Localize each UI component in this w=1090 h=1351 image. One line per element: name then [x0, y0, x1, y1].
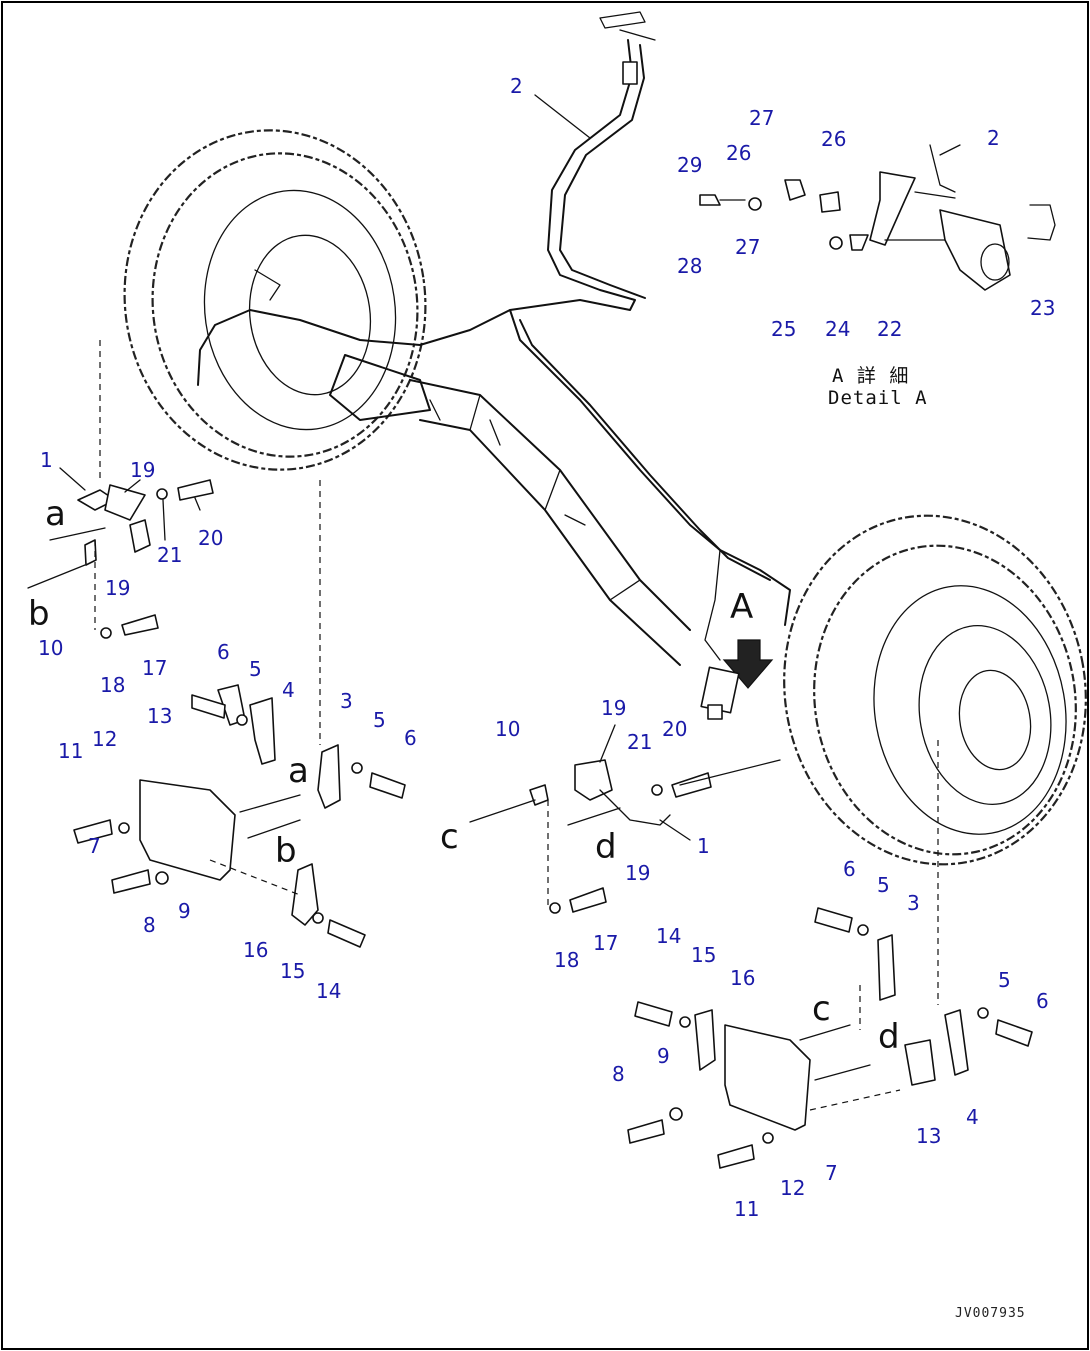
callout-10-left: 10 [38, 636, 63, 660]
callout-4-right: 4 [966, 1105, 979, 1129]
callout-9-left: 9 [178, 899, 191, 923]
center-bracket-assembly [469, 759, 781, 914]
right-tire [783, 514, 1087, 866]
callout-19-left-top: 19 [130, 458, 155, 482]
callout-8-right: 8 [612, 1062, 625, 1086]
left-tire [123, 129, 431, 471]
right-bracket-assembly [627, 740, 1033, 1169]
detail-a-caption: A 詳 細 Detail A [828, 365, 928, 409]
view-letter-b-left: b [28, 594, 50, 634]
callout-19-center-bottom: 19 [625, 861, 650, 885]
detail-label-en: Detail A [828, 387, 928, 409]
callout-28: 28 [677, 254, 702, 278]
callout-3-right: 3 [907, 891, 920, 915]
callout-7-right: 7 [825, 1161, 838, 1185]
callout-13-right: 13 [916, 1124, 941, 1148]
callout-6-right-b: 6 [1036, 989, 1049, 1013]
callout-5-right-b: 5 [998, 968, 1011, 992]
wire-harness [197, 11, 791, 661]
callout-7-left: 7 [88, 834, 101, 858]
callout-14-right: 14 [656, 924, 681, 948]
view-letter-c-right: c [812, 989, 831, 1029]
callout-15-left: 15 [280, 959, 305, 983]
leader-lines [59, 94, 961, 841]
callout-15-right: 15 [691, 943, 716, 967]
callout-20-left: 20 [198, 526, 223, 550]
callout-18-center: 18 [554, 948, 579, 972]
callout-1-left: 1 [40, 448, 53, 472]
callout-5-right-a: 5 [877, 873, 890, 897]
callout-13-left: 13 [147, 704, 172, 728]
callout-21-center: 21 [627, 730, 652, 754]
callout-9-right: 9 [657, 1044, 670, 1068]
view-letter-a-left: a [45, 494, 66, 534]
drawing-code: JV007935 [955, 1306, 1026, 1321]
view-letter-a-right: a [288, 751, 309, 791]
callout-17-left: 17 [142, 656, 167, 680]
view-letter-d-right: d [878, 1017, 900, 1057]
callout-19-center-top: 19 [601, 696, 626, 720]
callout-24: 24 [825, 317, 850, 341]
callout-14-left: 14 [316, 979, 341, 1003]
callout-1-center: 1 [697, 834, 710, 858]
callout-6-right-a: 6 [843, 857, 856, 881]
callout-3-left: 3 [340, 689, 353, 713]
callout-27-top: 27 [749, 106, 774, 130]
callout-20-center: 20 [662, 717, 687, 741]
detail-a-group [699, 144, 1056, 291]
callout-29: 29 [677, 153, 702, 177]
callout-6-left-a: 6 [217, 640, 230, 664]
view-letter-b-right: b [275, 831, 297, 871]
speed-sensor [700, 666, 740, 720]
callout-18-left: 18 [100, 673, 125, 697]
callout-25: 25 [771, 317, 796, 341]
axle-housing [409, 379, 691, 666]
callout-19-left-bottom: 19 [105, 576, 130, 600]
callout-21-left: 21 [157, 543, 182, 567]
callout-labels: 2 2 27 26 26 29 27 28 25 24 22 23 1 19 2… [38, 74, 1055, 1221]
detail-a-arrow: A [722, 587, 774, 689]
callout-17-center: 17 [593, 931, 618, 955]
detail-label-jp: A 詳 細 [832, 365, 909, 387]
callout-2: 2 [510, 74, 523, 98]
callout-12-left: 12 [92, 727, 117, 751]
callout-12-right: 12 [780, 1176, 805, 1200]
callout-16-left: 16 [243, 938, 268, 962]
callout-26-left: 26 [726, 141, 751, 165]
callout-8-left: 8 [143, 913, 156, 937]
left-bracket-assembly [27, 340, 406, 948]
callout-4-left: 4 [282, 678, 295, 702]
callout-10-center: 10 [495, 717, 520, 741]
callout-26-right: 26 [821, 127, 846, 151]
view-letter-A: A [730, 587, 753, 627]
callout-5-left-a: 5 [249, 657, 262, 681]
callout-11-right: 11 [734, 1197, 759, 1221]
view-letter-c-left: c [440, 817, 459, 857]
callout-11-left: 11 [58, 739, 83, 763]
callout-6-left-b: 6 [404, 726, 417, 750]
view-letter-d-left: d [595, 827, 617, 867]
callout-16-right: 16 [730, 966, 755, 990]
callout-2-detail: 2 [987, 126, 1000, 150]
callout-22: 22 [877, 317, 902, 341]
callout-23: 23 [1030, 296, 1055, 320]
callout-27-bottom: 27 [735, 235, 760, 259]
callout-5-left-b: 5 [373, 708, 386, 732]
view-letters: a b a b c d c d [28, 494, 900, 1057]
